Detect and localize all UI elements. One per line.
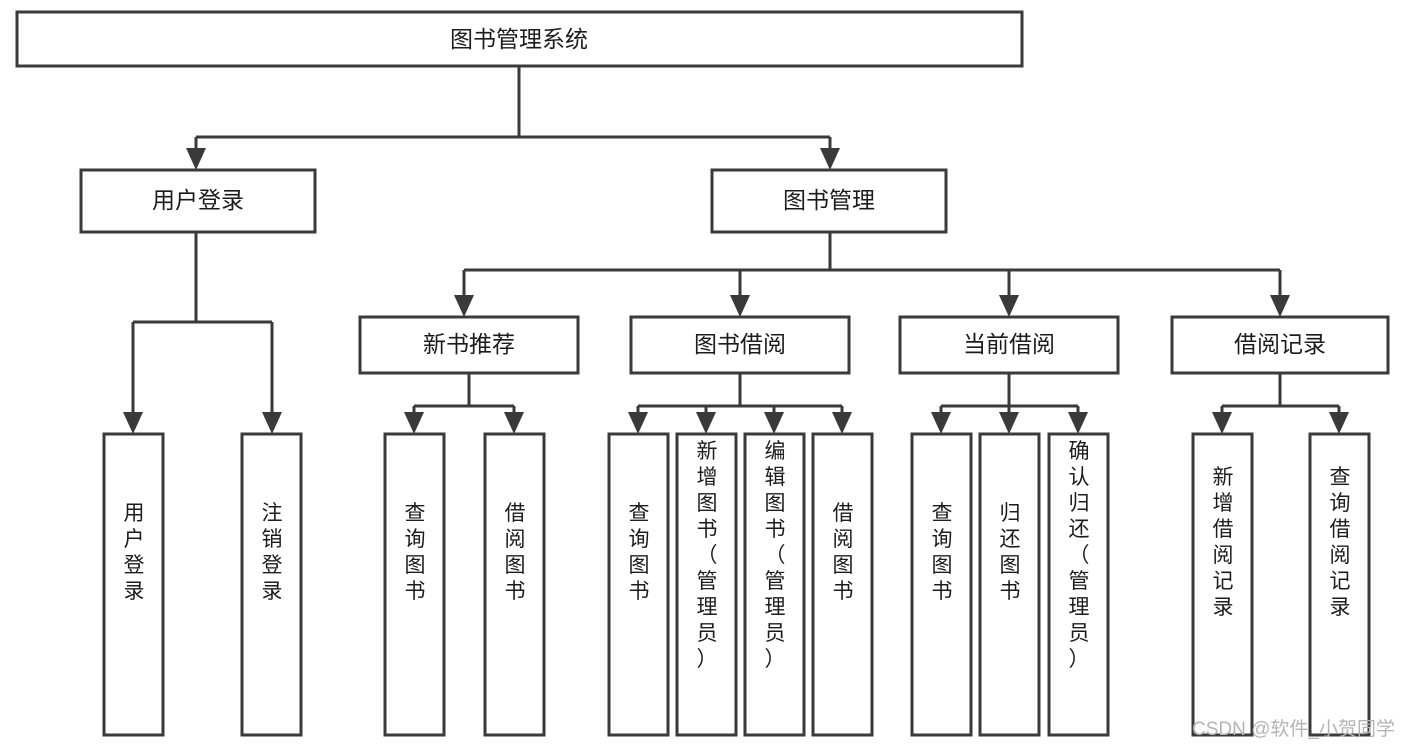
node-book-manage-box[interactable]: [710, 168, 948, 234]
leaf-add-record-label: 新增借阅记录: [1213, 466, 1234, 619]
leaf-query-book-2[interactable]: 查询图书: [607, 432, 670, 737]
arrow-leaf-confirm-return-icon: [1068, 412, 1088, 434]
node-current-borrow-label: 当前借阅: [963, 331, 1055, 357]
leaf-edit-book-box[interactable]: [743, 432, 806, 737]
leaf-user-logout-label: 注销登录: [262, 502, 283, 603]
arrow-to-user-login-icon: [186, 148, 206, 170]
node-borrow-record-label: 借阅记录: [1234, 331, 1326, 357]
arrow-leaf-query-book-1-icon: [404, 412, 424, 434]
arrow-leaf-borrow-book-2-icon: [832, 412, 852, 434]
leaf-confirm-return-box[interactable]: [1047, 432, 1110, 737]
node-user-login[interactable]: 用户登录: [79, 168, 317, 234]
node-book-borrow[interactable]: 图书借阅: [629, 315, 851, 375]
arrow-to-book-manage-icon: [820, 148, 840, 170]
arrow-to-borrow-record-icon: [1270, 295, 1290, 317]
node-current-borrow-box[interactable]: [898, 315, 1120, 375]
leaf-user-login-box[interactable]: [102, 432, 165, 737]
node-new-book-rec-box[interactable]: [358, 315, 580, 375]
leaf-query-book-1[interactable]: 查询图书: [383, 432, 446, 737]
leaf-query-record-box[interactable]: [1308, 432, 1371, 737]
leaf-query-book-1-box[interactable]: [383, 432, 446, 737]
arrow-leaf-user-login-icon: [123, 412, 143, 434]
leaf-return-book-box[interactable]: [978, 432, 1041, 737]
leaf-edit-book[interactable]: 编辑图书（管理员）: [743, 432, 806, 737]
node-book-manage[interactable]: 图书管理: [710, 168, 948, 234]
leaf-add-record-box[interactable]: [1191, 432, 1254, 737]
node-user-login-box[interactable]: [79, 168, 317, 234]
leaf-add-book-label: 新增图书（管理员）: [697, 440, 718, 671]
leaf-query-book-1-label: 查询图书: [405, 502, 426, 603]
leaf-query-record[interactable]: 查询借阅记录: [1308, 432, 1371, 737]
leaf-confirm-return-label: 确认归还（管理员）: [1069, 440, 1090, 671]
leaf-user-login-label: 用户登录: [124, 502, 145, 603]
node-borrow-record-box[interactable]: [1170, 315, 1390, 375]
arrow-to-current-borrow-icon: [999, 295, 1019, 317]
arrow-to-book-borrow-icon: [730, 295, 750, 317]
arrow-leaf-query-record-icon: [1329, 412, 1349, 434]
node-user-login-label: 用户登录: [152, 187, 244, 213]
leaf-borrow-book-2-label: 借阅图书: [833, 502, 854, 603]
leaf-query-book-2-box[interactable]: [607, 432, 670, 737]
leaf-borrow-book-2-box[interactable]: [811, 432, 874, 737]
leaf-query-book-3[interactable]: 查询图书: [910, 432, 973, 737]
node-root-label: 图书管理系统: [450, 26, 588, 52]
leaf-user-logout[interactable]: 注销登录: [240, 432, 303, 737]
leaf-return-book[interactable]: 归还图书: [978, 432, 1041, 737]
connector-layer: [123, 66, 1349, 434]
arrow-leaf-query-book-3-icon: [931, 412, 951, 434]
arrow-leaf-query-book-2-icon: [628, 412, 648, 434]
node-new-book-rec-label: 新书推荐: [423, 331, 515, 357]
node-borrow-record[interactable]: 借阅记录: [1170, 315, 1390, 375]
node-new-book-rec[interactable]: 新书推荐: [358, 315, 580, 375]
leaf-edit-book-label: 编辑图书（管理员）: [765, 440, 786, 671]
leaf-user-logout-box[interactable]: [240, 432, 303, 737]
leaf-borrow-book-1-box[interactable]: [483, 432, 546, 737]
arrow-leaf-edit-book-icon: [764, 412, 784, 434]
leaf-query-record-label: 查询借阅记录: [1330, 466, 1351, 619]
leaf-add-book-box[interactable]: [675, 432, 738, 737]
node-current-borrow[interactable]: 当前借阅: [898, 315, 1120, 375]
node-book-borrow-label: 图书借阅: [694, 331, 786, 357]
leaf-borrow-book-1-label: 借阅图书: [505, 502, 526, 603]
node-book-manage-label: 图书管理: [783, 187, 875, 213]
arrow-leaf-add-book-icon: [696, 412, 716, 434]
leaf-borrow-book-2[interactable]: 借阅图书: [811, 432, 874, 737]
arrow-leaf-add-record-icon: [1212, 412, 1232, 434]
arrow-leaf-user-logout-icon: [262, 412, 282, 434]
leaf-query-book-3-label: 查询图书: [932, 502, 953, 603]
arrow-to-new-book-rec-icon: [454, 295, 474, 317]
node-book-borrow-box[interactable]: [629, 315, 851, 375]
node-root-box[interactable]: [15, 10, 1024, 68]
leaf-query-book-3-box[interactable]: [910, 432, 973, 737]
leaf-add-record[interactable]: 新增借阅记录: [1191, 432, 1254, 737]
node-root[interactable]: 图书管理系统: [15, 10, 1024, 68]
leaf-confirm-return[interactable]: 确认归还（管理员）: [1047, 432, 1110, 737]
leaf-return-book-label: 归还图书: [1000, 502, 1021, 603]
leaf-query-book-2-label: 查询图书: [629, 502, 650, 603]
leaf-user-login[interactable]: 用户登录: [102, 432, 165, 737]
arrow-leaf-return-book-icon: [999, 412, 1019, 434]
arrow-leaf-borrow-book-1-icon: [504, 412, 524, 434]
watermark-label: CSDN @软件_小贺同学: [1192, 718, 1395, 740]
leaf-add-book[interactable]: 新增图书（管理员）: [675, 432, 738, 737]
leaf-borrow-book-1[interactable]: 借阅图书: [483, 432, 546, 737]
